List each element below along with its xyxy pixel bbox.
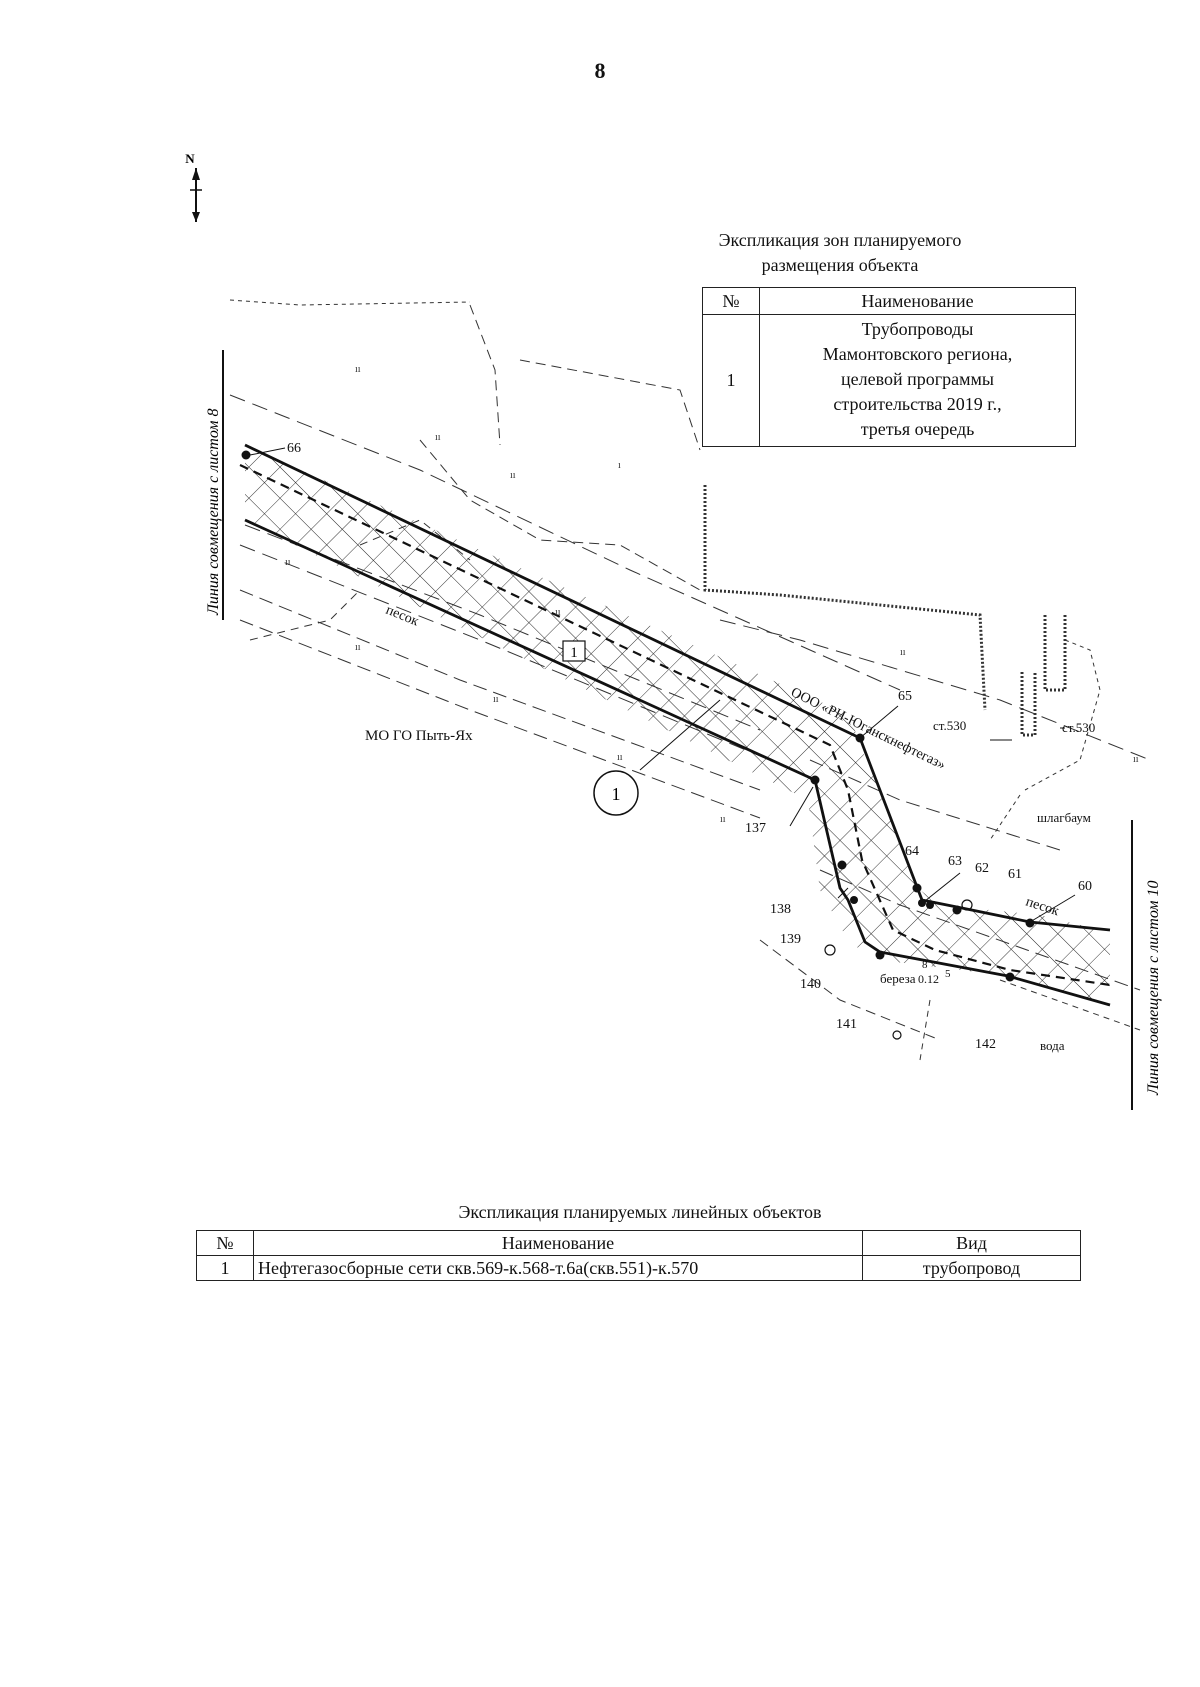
sand-label-1: песок	[384, 603, 421, 630]
svg-text:N: N	[185, 151, 195, 166]
table-row: 1 Нефтегазосборные сети скв.569-к.568-т.…	[196, 1255, 1081, 1281]
zone-header-name: Наименование	[759, 287, 1076, 315]
zone-explication-table: № Наименование 1 Трубопроводы Мамонтовск…	[702, 287, 1076, 447]
line-table-header: № Наименование Вид	[196, 1230, 1081, 1256]
svg-text:ıı: ıı	[720, 814, 726, 825]
line-explication-table: № Наименование Вид 1 Нефтегазосборные се…	[196, 1230, 1081, 1281]
line-header-type: Вид	[862, 1230, 1081, 1256]
svg-text:ıı: ıı	[1133, 754, 1139, 765]
station-label-1: ст.530	[933, 718, 966, 733]
point-label-63: 63	[948, 854, 962, 869]
north-arrow-icon: N	[185, 151, 202, 222]
municipality-label: МО ГО Пыть-Ях	[365, 728, 473, 744]
tree-symbols	[824, 899, 973, 1040]
station-label-2: ст.530	[1062, 720, 1095, 735]
tree-num-label: 8	[922, 959, 928, 971]
zone-name-line: Мамонтовского региона,	[822, 344, 1013, 364]
leader-lines	[249, 447, 1076, 923]
zone-title-line-1: Экспликация зон планируемого	[718, 230, 962, 250]
tree-diam-label: 5	[945, 968, 951, 980]
point-label-139: 139	[780, 932, 801, 947]
svg-text:ıı: ıı	[285, 557, 291, 568]
line-row-num: 1	[196, 1255, 254, 1281]
planned-zone	[245, 445, 1110, 1005]
point-label-142: 142	[975, 1037, 996, 1052]
point-label-140: 140	[800, 977, 821, 992]
zone-callout: 1	[593, 770, 639, 816]
zone-title-line-2: размещения объекта	[761, 255, 919, 275]
point-label-138: 138	[770, 902, 791, 917]
point-label-65: 65	[898, 689, 912, 704]
svg-text:ıı: ıı	[510, 470, 516, 481]
tree-params-label: 0.12	[918, 972, 939, 986]
svg-text:1: 1	[612, 784, 621, 804]
birch-label: береза	[880, 971, 916, 986]
svg-text:ıı: ıı	[355, 364, 361, 375]
water-label: вода	[1040, 1038, 1065, 1053]
zone-boundary	[244, 443, 1111, 1007]
svg-text:ıı: ıı	[435, 432, 441, 443]
zone-name-line: Трубопроводы	[861, 319, 974, 339]
line-explication-title: Экспликация планируемых линейных объекто…	[458, 1202, 822, 1222]
zone-explication-title: Экспликация зон планируемого размещения …	[640, 228, 1040, 278]
svg-text:1: 1	[570, 645, 578, 661]
line-row-name: Нефтегазосборные сети скв.569-к.568-т.6а…	[253, 1255, 863, 1281]
right-match-label: Линия совмещения с листом 10	[1145, 881, 1162, 1096]
svg-text:ıı: ıı	[900, 647, 906, 658]
zone-box-label: 1	[562, 640, 586, 662]
zone-name-line: целевой программы	[841, 369, 994, 389]
point-label-61: 61	[1008, 867, 1022, 882]
zone-name-line: третья очередь	[860, 419, 975, 439]
zone-table-header: № Наименование	[702, 287, 1076, 315]
zone-row-name: Трубопроводы Мамонтовского региона, целе…	[759, 314, 1076, 447]
zone-name-line: строительства 2019 г.,	[833, 394, 1002, 414]
svg-text:ıı: ıı	[555, 607, 561, 618]
point-label-66: 66	[287, 441, 301, 456]
page-number: 8	[594, 58, 606, 83]
point-label-62: 62	[975, 861, 989, 876]
barrier-label: шлагбаум	[1037, 810, 1091, 825]
line-row-type: трубопровод	[862, 1255, 1081, 1281]
survey-points	[241, 450, 1035, 982]
zone-row-num: 1	[702, 314, 760, 447]
svg-text:ıı: ıı	[617, 752, 623, 763]
pipeline-axis	[239, 464, 1111, 987]
table-row: 1 Трубопроводы Мамонтовского региона, це…	[702, 314, 1076, 447]
left-match-label: Линия совмещения с листом 8	[205, 409, 222, 616]
building-outlines	[703, 485, 1101, 841]
zone-header-num: №	[702, 287, 760, 315]
point-label-141: 141	[836, 1017, 857, 1032]
line-header-name: Наименование	[253, 1230, 863, 1256]
point-label-64: 64	[905, 844, 919, 859]
point-label-137: 137	[745, 821, 766, 836]
point-label-60: 60	[1078, 879, 1092, 894]
line-header-num: №	[196, 1230, 254, 1256]
svg-text:ıı: ıı	[493, 694, 499, 705]
svg-text:ıı: ıı	[355, 642, 361, 653]
svg-text:ı: ı	[618, 460, 621, 471]
